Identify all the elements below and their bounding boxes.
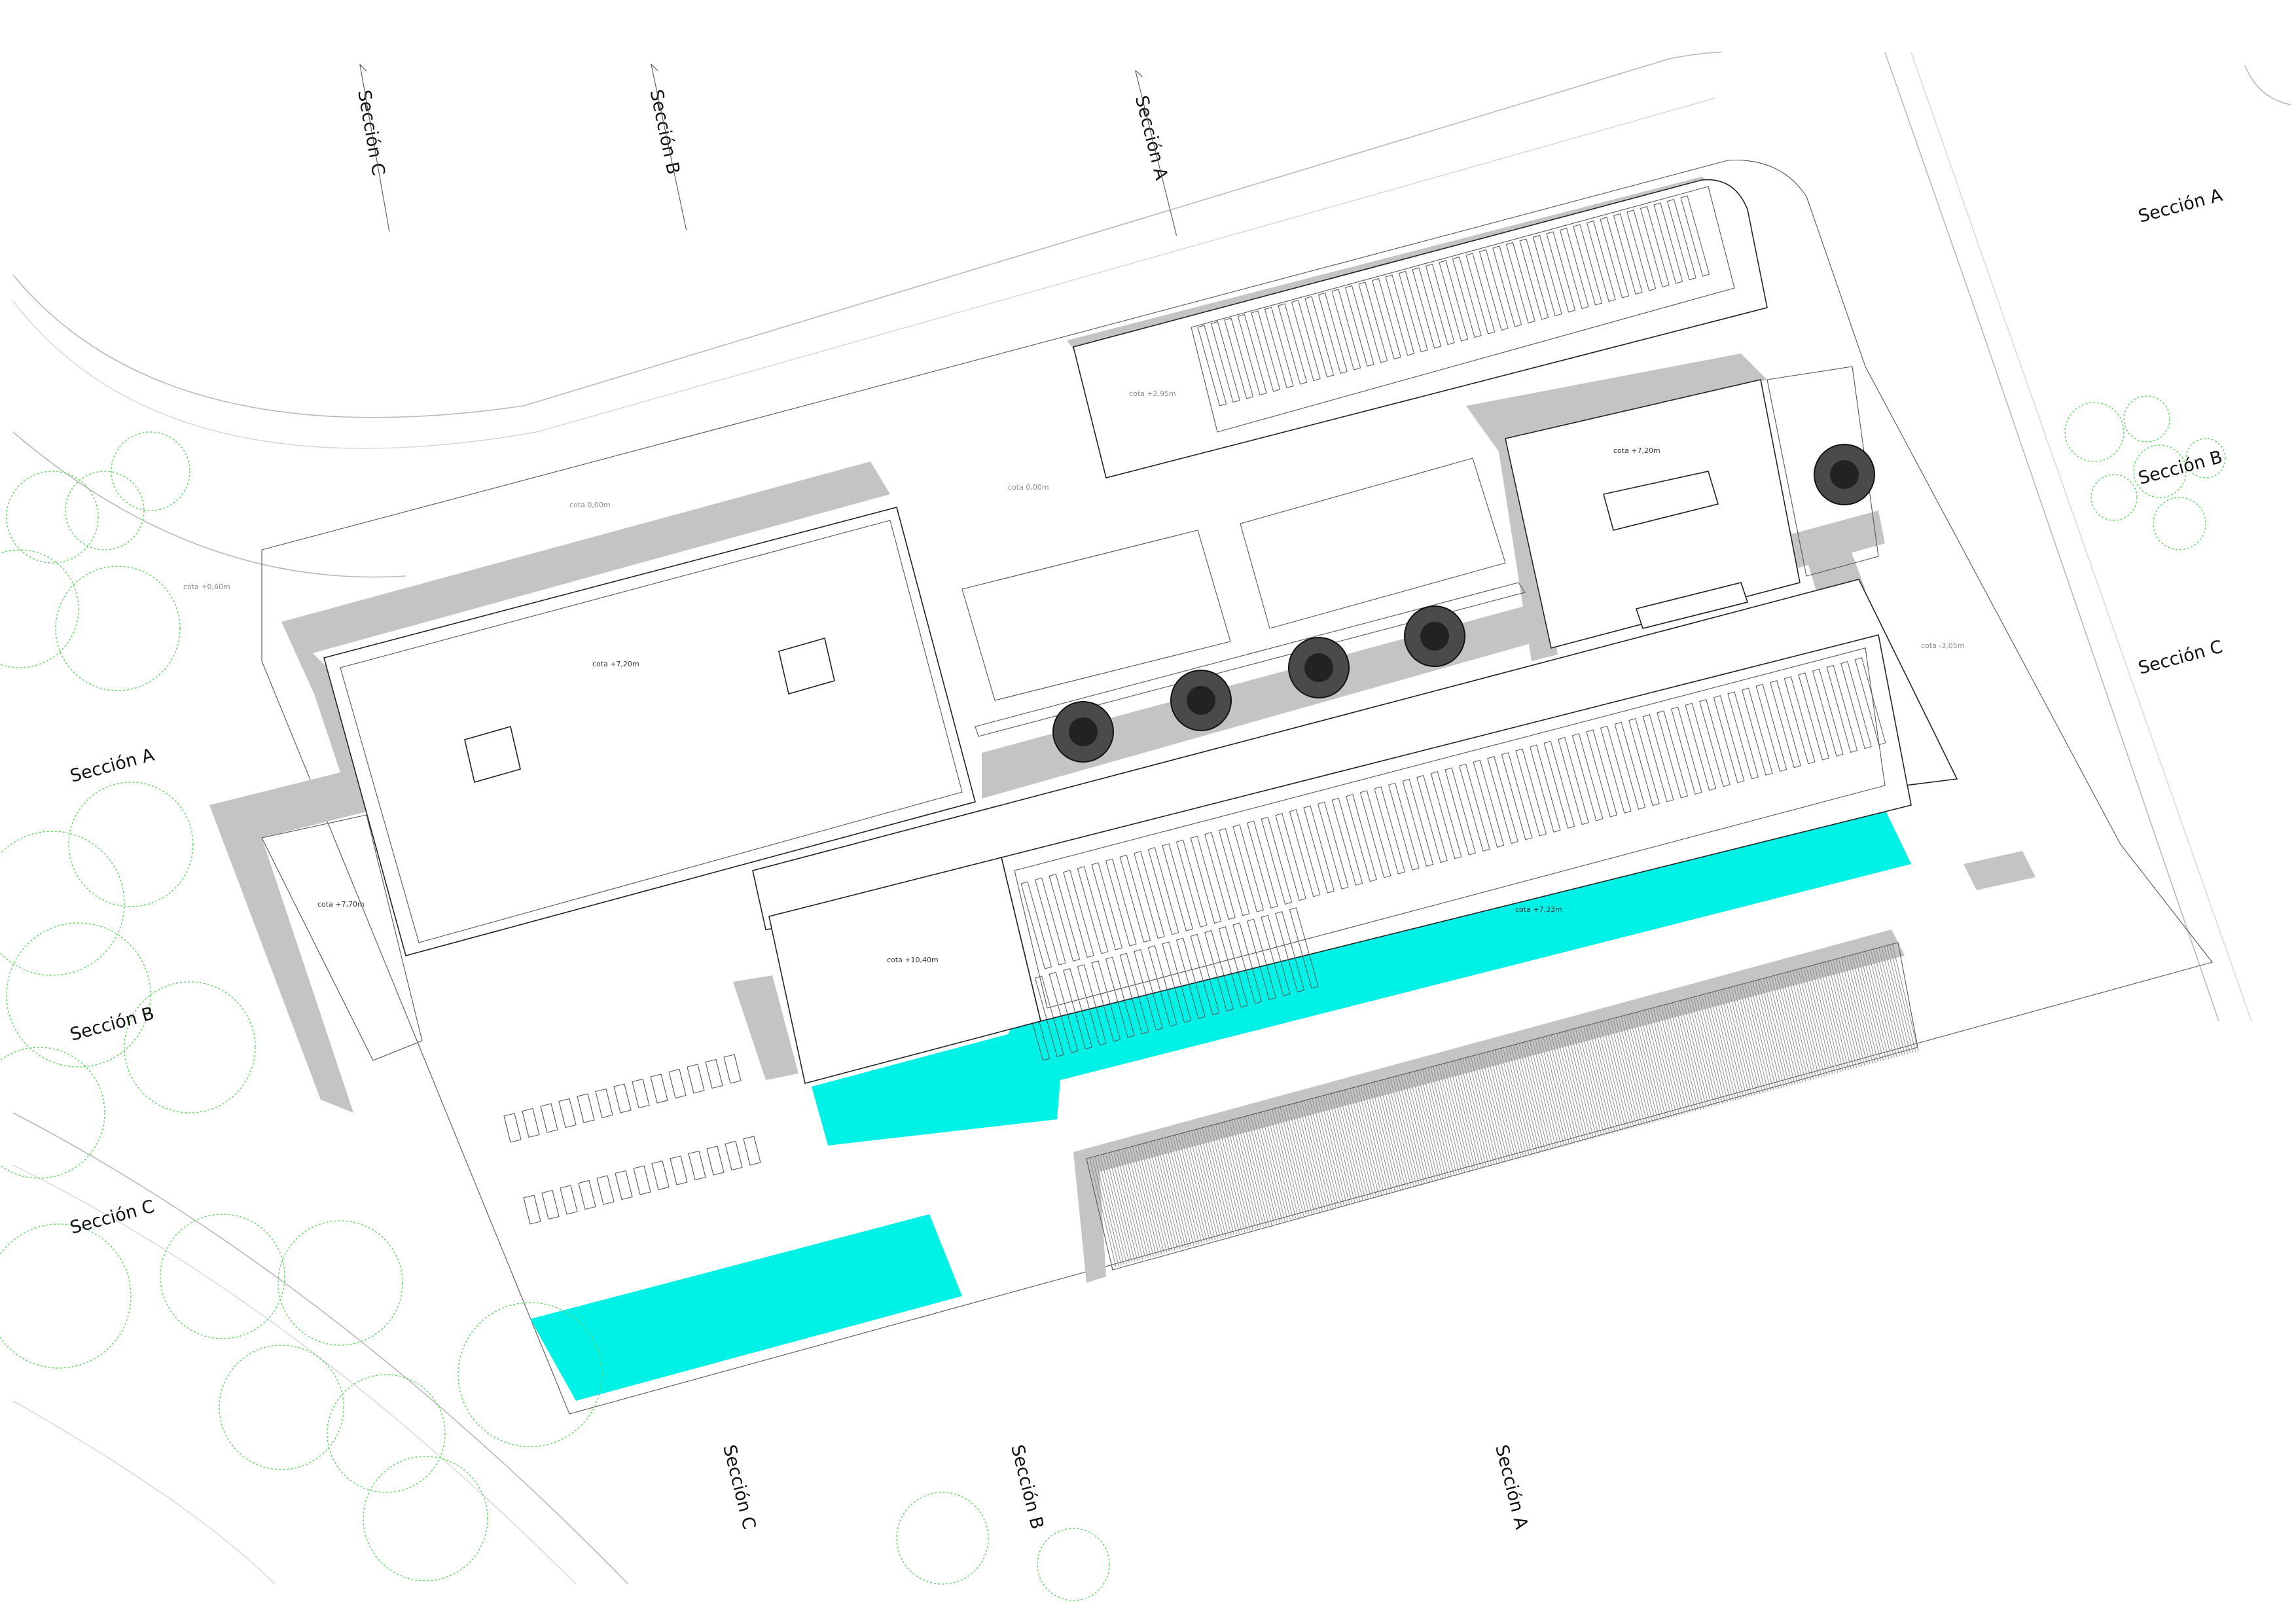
section-label-right-c: Sección C: [2136, 637, 2225, 679]
level-east-roof: cota +7,20m: [1613, 446, 1660, 455]
level-plaza: cota 0,00m: [1008, 483, 1049, 492]
building-long-wing: cota +7,33m: [752, 579, 1958, 1061]
building-tower: cota +10,40m: [768, 857, 1041, 1084]
slats-long-wing-lower: [1020, 907, 1319, 1061]
section-label-left-a: Sección A: [68, 745, 157, 787]
section-label-top-a: Sección A: [1131, 94, 1172, 183]
section-label-bottom-b: Sección B: [1007, 1443, 1047, 1531]
pool-lower: [530, 1214, 962, 1401]
building-east-block: cota +7,20m: [1505, 366, 1879, 649]
plaza: cota 0,00m cota 0,00m: [569, 458, 1526, 737]
skylight-east: [1603, 471, 1719, 531]
section-label-right-a: Sección A: [2136, 185, 2225, 227]
trees-plaza: [1052, 444, 1875, 763]
parking-stalls: [503, 1054, 761, 1225]
section-label-top-c: Sección C: [353, 88, 388, 177]
slats-north-shed: [1197, 195, 1710, 406]
level-street-east: cota -3,05m: [1921, 641, 1965, 650]
section-label-left-c: Sección C: [68, 1197, 157, 1238]
vegetation-outlines: [0, 395, 2226, 1601]
section-label-left-b: Sección B: [68, 1003, 156, 1045]
level-main-roof: cota +7,20m: [592, 660, 639, 668]
skylight-1: [464, 725, 521, 784]
level-street-north: cota 0,00m: [569, 501, 611, 509]
building-main-block: cota +7,20m: [323, 507, 976, 956]
skylight-east-2: [1635, 582, 1749, 629]
building-west-wing: cota +7,70m: [261, 814, 423, 1061]
site-outline: [261, 160, 2213, 1415]
level-long-roof: cota +7,33m: [1515, 905, 1562, 914]
level-street-west: cota +0,60m: [183, 583, 230, 591]
level-tower: cota +10,40m: [887, 956, 939, 964]
section-label-bottom-a: Sección A: [1491, 1443, 1532, 1532]
skylight-2: [778, 637, 835, 695]
section-label-right-b: Sección B: [2136, 447, 2225, 489]
building-north-shed: cota +2,95m: [1073, 179, 1768, 478]
pergola-hatched: [1086, 942, 1919, 1271]
section-label-top-b: Sección B: [645, 88, 683, 176]
section-label-bottom-c: Sección C: [719, 1443, 759, 1532]
level-west-wing: cota +7,70m: [317, 900, 365, 909]
level-top-shed: cota +2,95m: [1129, 389, 1176, 398]
slats-long-wing: [1020, 657, 1886, 969]
